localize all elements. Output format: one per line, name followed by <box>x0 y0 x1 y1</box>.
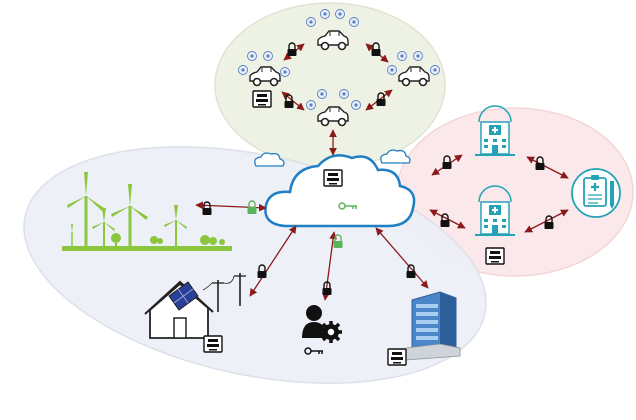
vehicle-network <box>238 9 440 156</box>
cloud-server-icon <box>264 154 416 228</box>
medical-clipboard-icon <box>571 168 621 218</box>
small-cloud-icon <box>254 152 285 167</box>
user-gear-icon <box>302 305 342 355</box>
wind-turbine-icon <box>62 172 232 251</box>
server-icon <box>252 90 272 108</box>
server-icon <box>485 247 505 265</box>
power-pole-icon <box>202 273 246 312</box>
office-building-icon <box>405 291 461 361</box>
solar-house-icon <box>144 280 214 339</box>
server-icon <box>387 348 407 366</box>
healthcare-network <box>429 105 621 265</box>
server-icon <box>203 335 223 353</box>
vehicle-zone <box>214 2 446 168</box>
small-cloud-icon <box>380 149 411 164</box>
